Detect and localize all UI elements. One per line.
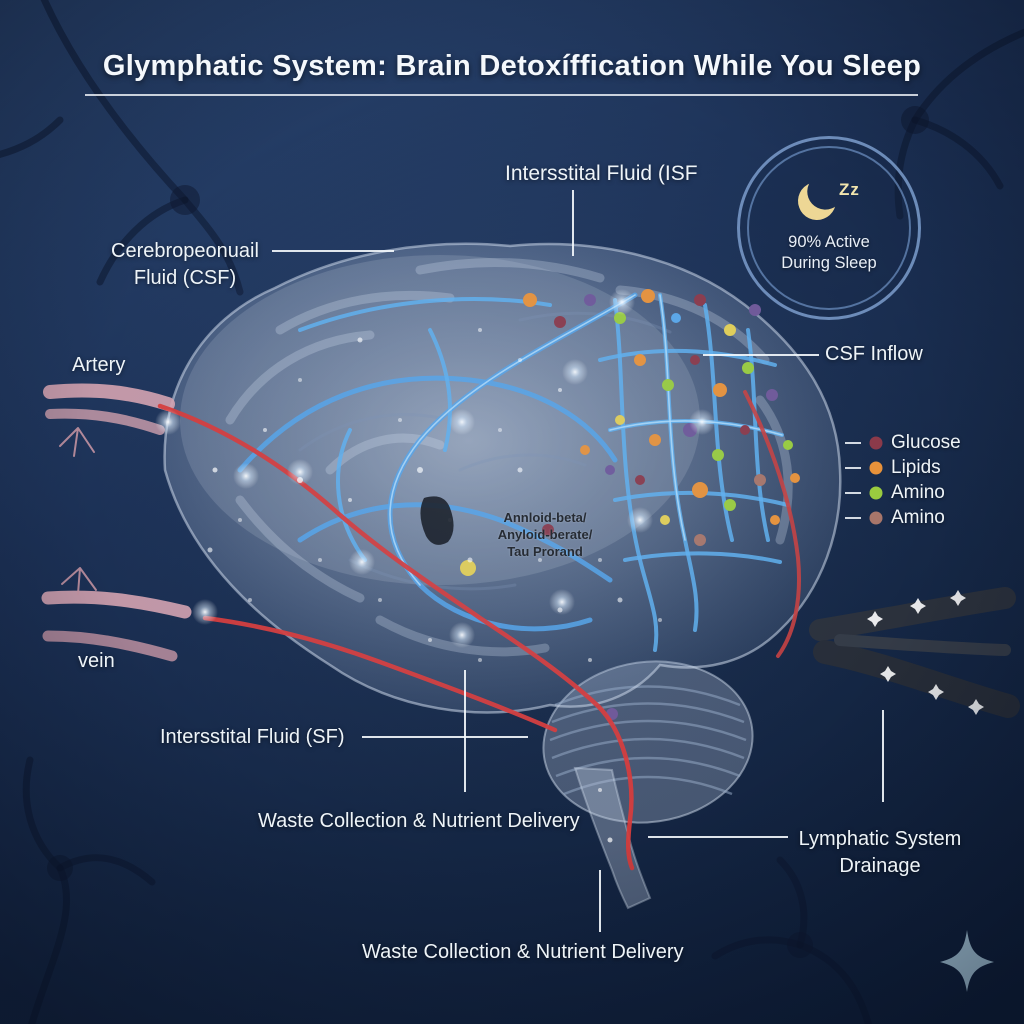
title-underline bbox=[85, 94, 918, 96]
sparkle-icon bbox=[940, 930, 994, 992]
amino-dot-icon bbox=[869, 486, 883, 499]
amino2-dot-icon bbox=[869, 511, 883, 524]
page-title: Glymphatic System: Brain Detoxíffication… bbox=[102, 50, 922, 82]
waste-particles bbox=[460, 289, 800, 576]
legend-label: Amino bbox=[891, 506, 945, 528]
label-lymphatic-line2: Drainage bbox=[839, 855, 921, 877]
zz-text: Zz bbox=[839, 179, 860, 199]
leader-csf-inflow bbox=[703, 354, 819, 356]
badge-active-text: 90% Active bbox=[788, 232, 870, 251]
label-waste-collection-top: Waste Collection & Nutrient Delivery bbox=[258, 810, 580, 832]
leader-isf-lower bbox=[362, 736, 528, 738]
legend-label: Amino bbox=[891, 481, 945, 503]
label-cerebrospinal-fluid: Cerebropeonuail Fluid (CSF) bbox=[95, 238, 275, 292]
label-interstitial-fluid-top: Intersstital Fluid (ISF bbox=[505, 162, 698, 185]
dark-blob bbox=[420, 496, 454, 545]
arteries bbox=[41, 383, 802, 871]
leader-lymphatic-v bbox=[882, 710, 884, 802]
badge-inner-ring: Zz 90% Active During Sleep bbox=[747, 146, 911, 310]
sleep-activity-badge: Zz 90% Active During Sleep bbox=[737, 136, 921, 320]
label-artery: Artery bbox=[72, 354, 126, 376]
legend-tick bbox=[845, 441, 861, 444]
label-amyloid-line3: Tau Prorand bbox=[507, 543, 583, 559]
legend-item-amino-1: Amino bbox=[845, 481, 961, 503]
label-csf-line2: Fluid (CSF) bbox=[133, 267, 237, 289]
label-csf-inflow: CSF Inflow bbox=[825, 343, 923, 365]
legend-tick bbox=[845, 491, 861, 494]
leader-waste-top bbox=[464, 670, 466, 792]
sparkle-specks bbox=[207, 328, 662, 843]
crescent-moon-icon bbox=[793, 176, 842, 225]
leader-csf bbox=[272, 250, 394, 252]
label-amyloid-line2: Anyloid-berate/ bbox=[497, 526, 593, 542]
legend-tick bbox=[845, 516, 861, 519]
label-interstitial-fluid-lower: Intersstital Fluid (SF) bbox=[160, 726, 345, 748]
leader-waste-bottom bbox=[599, 870, 601, 932]
leader-lymphatic-h bbox=[648, 836, 788, 838]
label-amyloid-line1: Annloid-beta/ bbox=[503, 510, 587, 525]
drainage-vessels bbox=[809, 587, 1020, 718]
label-waste-collection-bottom: Waste Collection & Nutrient Delivery bbox=[362, 941, 684, 963]
leader-isf-top bbox=[572, 190, 574, 256]
label-vein: vein bbox=[78, 650, 115, 672]
legend-label: Glucose bbox=[891, 431, 961, 453]
label-csf-line1: Cerebropeonuail bbox=[111, 240, 259, 262]
lipids-dot-icon bbox=[869, 461, 883, 474]
label-lymphatic-drainage: Lymphatic System Drainage bbox=[790, 826, 970, 880]
glow-nodes bbox=[155, 289, 715, 648]
glucose-dot-icon bbox=[869, 436, 883, 449]
legend-tick bbox=[845, 466, 861, 469]
brain-outline bbox=[163, 242, 842, 714]
particle-legend: Glucose Lipids Amino Amino bbox=[845, 431, 961, 528]
legend-item-glucose: Glucose bbox=[845, 431, 961, 453]
brainstem bbox=[573, 766, 652, 910]
label-lymphatic-line1: Lymphatic System bbox=[798, 828, 962, 850]
label-amyloid-tau: Annloid-beta/ Anyloid-berate/ Tau Proran… bbox=[455, 510, 635, 561]
legend-item-amino-2: Amino bbox=[845, 506, 961, 528]
legend-label: Lipids bbox=[891, 456, 941, 478]
badge-sleep-text: During Sleep bbox=[781, 254, 877, 272]
legend-item-lipids: Lipids bbox=[845, 456, 961, 478]
moon-zz-group: Zz bbox=[798, 179, 860, 224]
